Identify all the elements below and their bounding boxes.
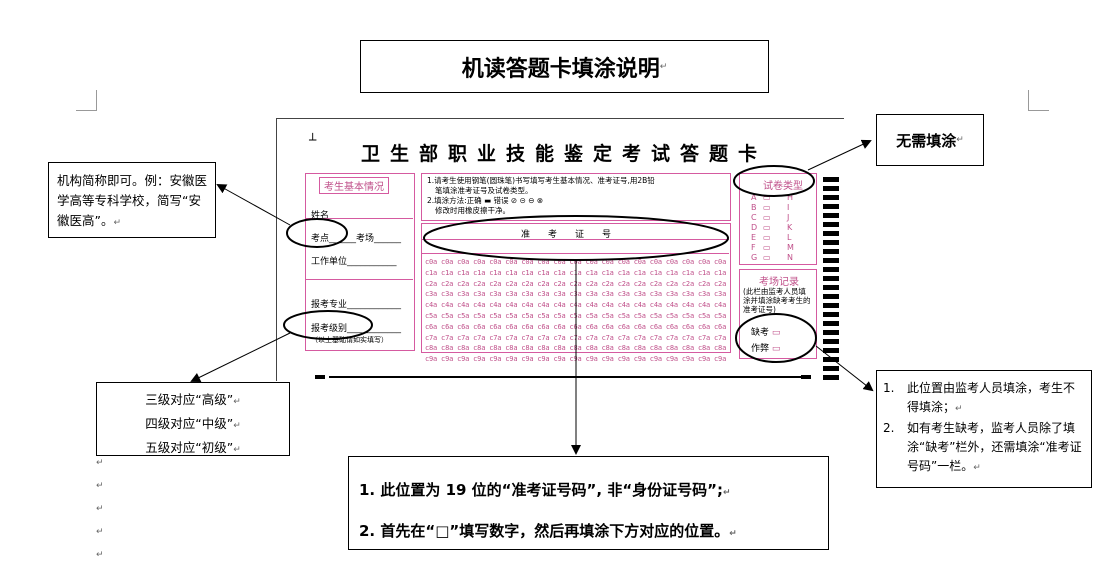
ellipse-level [283, 310, 373, 340]
return-marks-column: ↵ ↵ ↵ ↵ ↵ [96, 452, 104, 567]
bottom-dash-right [801, 375, 811, 379]
paper-letter: L [787, 233, 792, 242]
right-note-1-text: 此位置由监考人员填涂，考生不得填涂； [907, 381, 1076, 414]
level-4: 四级对应“中级”↵ [145, 416, 241, 431]
corner-mark-left-h [76, 110, 97, 111]
arrow-to-left-bottom [190, 332, 291, 382]
annotation-center-bottom: 1. 此位置为 19 位的“准考证号码”, 非“身份证号码”;↵ 2. 首先在“… [348, 456, 829, 550]
bottom-dash-left [315, 375, 325, 379]
instruction-1: 1.请考生使用钢笔(圆珠笔)书写填写考生基本情况、准考证号,用2B铅 [427, 176, 655, 185]
annotation-right-bottom: 1.此位置由监考人员填涂，考生不得填涂；↵ 2.如有考生缺考，监考人员除了填涂“… [876, 370, 1092, 488]
ellipse-id [423, 215, 729, 261]
paper-letter: H [787, 193, 794, 202]
record-note: (此栏由监考人员填涂并填涂缺考考生的准考证号) [743, 287, 811, 314]
level-5-text: 五级对应“初级” [145, 440, 234, 455]
paper-letter: B [751, 203, 757, 212]
pink-line [421, 253, 729, 254]
ellipse-paper-type [733, 165, 815, 197]
paper-type-title: 试卷类型 [763, 181, 803, 192]
pink-line [305, 218, 413, 219]
center-note-2: 2. 首先在“□”填写数字，然后再填涂下方对应的位置。↵ [359, 522, 737, 540]
center-note-1: 1. 此位置为 19 位的“准考证号码”, 非“身份证号码”;↵ [359, 481, 731, 499]
return-mark: ↵ [96, 527, 104, 537]
arrow-to-top-right [807, 139, 872, 171]
exam-point-label: 考点______考场______ [311, 234, 402, 244]
page-title-box: 机读答题卡填涂说明↵ [360, 40, 769, 93]
corner-mark-left [96, 90, 97, 110]
instructions-box [421, 173, 731, 221]
card-title: 卫生部职业技能鉴定考试答题卡 [361, 143, 768, 165]
annotation-top-right-text: 无需填涂 [896, 131, 957, 150]
paper-letter: I [787, 203, 790, 212]
level-3-text: 三级对应“高级” [145, 392, 234, 407]
basic-info-title: 考生基本情况 [319, 177, 389, 194]
center-note-1-text: 1. 此位置为 19 位的“准考证号码”, 非“身份证号码”; [359, 481, 724, 499]
record-title: 考场记录 [759, 277, 799, 288]
return-mark: ↵ [96, 550, 104, 560]
center-note-2-text: 2. 首先在“□”填写数字，然后再填涂下方对应的位置。 [359, 522, 730, 540]
major-label: 报考专业____________ [311, 300, 402, 310]
plus-mark: ┴ [309, 133, 317, 147]
instruction-2: 2.填涂方法:正确 ▬ 错误 ⊘ ⊝ ⊖ ⊗ [427, 196, 544, 205]
level-5: 五级对应“初级”↵ [145, 440, 241, 455]
absent-label: 缺考 ▭ [751, 328, 781, 338]
answer-card: ┴ 卫生部职业技能鉴定考试答题卡 考生基本情况 姓名 考点______考场___… [276, 118, 844, 381]
paper-type-frame [739, 173, 817, 265]
paper-bubbles: ▭▭▭▭▭▭▭ [763, 193, 771, 262]
level-3: 三级对应“高级”↵ [145, 392, 241, 407]
return-mark: ↵ [96, 481, 104, 491]
right-note-2: 2.如有考生缺考，监考人员除了填涂“缺考”栏外，还需填涂“准考证号码”一栏。↵ [883, 421, 1082, 473]
right-note-2-text: 如有考生缺考，监考人员除了填涂“缺考”栏外，还需填涂“准考证号码”一栏。 [907, 421, 1082, 473]
paper-letter: G [751, 253, 758, 262]
bottom-line [329, 376, 809, 378]
paper-letter: A [751, 193, 757, 202]
paper-letter: K [787, 223, 793, 232]
corner-mark-right-h [1028, 110, 1049, 111]
right-note-1: 1.此位置由监考人员填涂，考生不得填涂；↵ [883, 381, 1076, 414]
timing-marks [823, 177, 839, 381]
work-unit-label: 工作单位___________ [311, 257, 397, 267]
return-mark: ↵ [96, 458, 104, 468]
ellipse-record [735, 313, 817, 363]
annotation-left-bottom: 三级对应“高级”↵ 四级对应“中级”↵ 五级对应“初级”↵ [96, 382, 290, 456]
paper-letter: N [787, 253, 793, 262]
record-frame [739, 269, 817, 359]
page-title: 机读答题卡填涂说明 [461, 55, 660, 82]
name-label: 姓名 [311, 211, 330, 221]
paper-letter: D [751, 223, 758, 232]
absent-text: 缺考 [751, 328, 770, 338]
return-mark: ↵ [96, 504, 104, 514]
arrow-to-right-bottom [815, 345, 874, 392]
paper-letter: E [751, 233, 757, 242]
pink-line [305, 279, 413, 280]
cheat-label: 作弊 ▭ [751, 344, 781, 354]
level-label: 报考级别____________ [311, 324, 402, 334]
id-bubble-grid: c0a c0a c0a c0a c0a c0a c0a c0a c0a c0a … [425, 258, 727, 364]
basic-info-panel [305, 173, 415, 351]
annotation-left-top-text: 机构简称即可。例：安徽医学高等专科学校，简写“安徽医高”。 [57, 173, 208, 228]
instruction-1b: 笔填涂准考证号及试卷类型。 [435, 186, 533, 195]
annotation-top-right: 无需填涂↵ [876, 114, 984, 166]
instruction-3: 修改时用橡皮擦干净。 [435, 206, 510, 215]
id-header: 准 考 证 号 [521, 230, 612, 240]
annotation-left-top: 机构简称即可。例：安徽医学高等专科学校，简写“安徽医高”。↵ [48, 162, 216, 238]
paper-letter: J [787, 213, 790, 222]
paper-letter: C [751, 213, 757, 222]
arrow-to-left-top [216, 184, 291, 226]
cheat-text: 作弊 [751, 344, 770, 354]
footer-note: （以上基础请如实填写） [311, 336, 388, 344]
paper-letter: F [751, 243, 756, 252]
corner-mark-right [1028, 90, 1029, 110]
pink-line [421, 239, 729, 240]
paper-letter: M [787, 243, 794, 252]
level-4-text: 四级对应“中级” [145, 416, 234, 431]
ellipse-exam-point [286, 218, 348, 248]
